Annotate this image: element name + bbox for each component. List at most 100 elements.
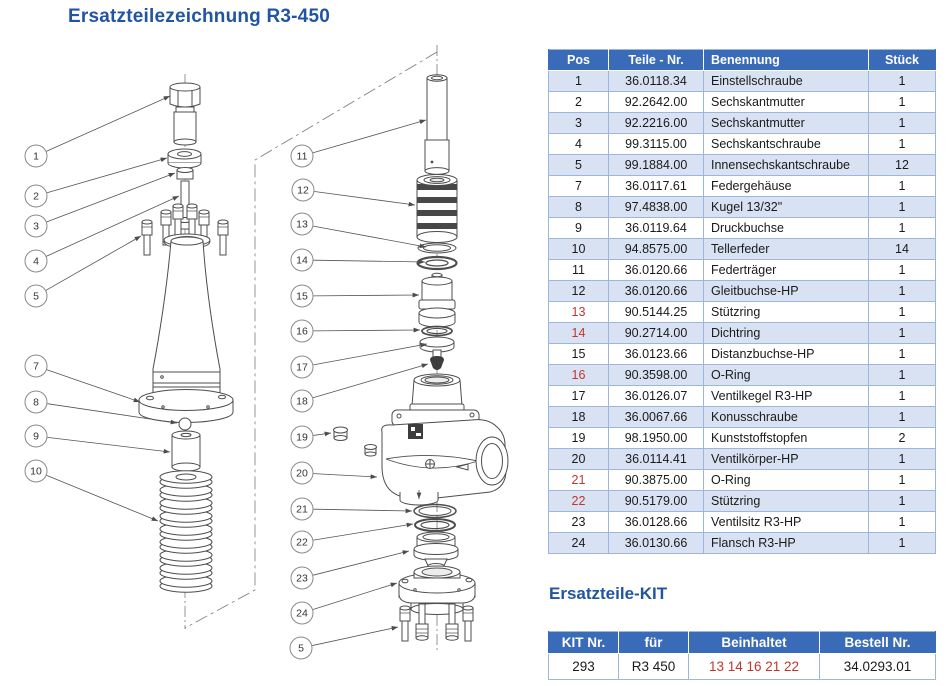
callout-leader (313, 522, 414, 541)
callout-number: 9 (33, 431, 39, 443)
qty-cell: 1 (868, 343, 936, 365)
fold-line (184, 51, 438, 629)
qty-cell: 1 (868, 70, 936, 92)
pos-cell: 15 (548, 343, 609, 365)
callout-leader (46, 195, 180, 257)
callout-number: 19 (296, 432, 308, 444)
pos-cell: 10 (548, 238, 609, 260)
part-no-cell: 36.0126.07 (608, 385, 704, 407)
callout-number: 18 (296, 396, 308, 408)
callout-bubble (290, 566, 314, 590)
callout-leader (47, 403, 178, 425)
callout-bubble (24, 354, 48, 378)
callout-leader (46, 369, 141, 403)
pos-cell: 20 (548, 448, 609, 470)
callout-leader (313, 431, 332, 437)
name-cell: Gleitbuchse-HP (703, 280, 869, 302)
distanzbuchse-part (418, 272, 456, 328)
pos-cell: 18 (548, 406, 609, 428)
callout-number: 17 (296, 362, 308, 374)
name-cell: Innensechskantschraube (703, 154, 869, 176)
col-header-for: für (618, 631, 689, 654)
federtraeger-part (424, 74, 450, 175)
part-no-cell: 36.0123.66 (608, 343, 704, 365)
callout-number: 21 (296, 504, 308, 516)
pos-cell: 24 (548, 532, 609, 554)
callout-number: 2 (33, 191, 39, 203)
callout-leader (313, 342, 428, 366)
name-cell: Konusschraube (703, 406, 869, 428)
col-header-order-no: Bestell Nr. (819, 631, 936, 654)
innensechskantschrauben-bottom (399, 603, 474, 642)
callout-number: 20 (296, 468, 308, 480)
dichtring-part (416, 255, 458, 271)
callout-number: 23 (296, 573, 308, 585)
callout-bubble (290, 319, 314, 343)
callout-number: 11 (297, 151, 308, 163)
pos-cell: 2 (548, 91, 609, 113)
pos-cell: 4 (548, 133, 609, 155)
kunststoffstopfen-parts (333, 426, 377, 457)
callout-bubble (24, 459, 48, 483)
callout-leader (46, 474, 159, 522)
callout-number: 5 (298, 643, 304, 655)
kit-title: Ersatzteile-KIT (549, 584, 668, 603)
part-no-cell: 36.0117.61 (608, 175, 704, 197)
callout-number: 24 (296, 608, 308, 620)
kit-for-cell: R3 450 (618, 653, 689, 680)
flansch-part (398, 565, 476, 615)
callout-bubble (290, 355, 314, 379)
sechskantmutter-part (167, 148, 202, 169)
callout-bubble (24, 284, 48, 308)
part-no-cell: 36.0128.66 (608, 511, 704, 533)
qty-cell: 1 (868, 280, 936, 302)
name-cell: Tellerfeder (703, 238, 869, 260)
name-cell: Sechskantmutter (703, 112, 869, 134)
name-cell: Stützring (703, 490, 869, 512)
federgehaeuse-part (138, 236, 234, 423)
qty-cell: 1 (868, 322, 936, 344)
qty-cell: 1 (868, 301, 936, 323)
callout-number: 13 (296, 219, 308, 231)
callout-bubble (24, 390, 48, 414)
qty-cell: 1 (868, 217, 936, 239)
part-no-cell: 90.3598.00 (608, 364, 704, 386)
qty-cell: 1 (868, 469, 936, 491)
callout-bubble (24, 184, 48, 208)
callout-leader (313, 473, 378, 480)
left-assembly (138, 82, 234, 593)
parts-table-header-row: Pos Teile - Nr. Benennung Stück (548, 49, 936, 71)
pos-cell: 22 (548, 490, 609, 512)
callout-bubble (290, 530, 314, 554)
name-cell: Stützring (703, 301, 869, 323)
part-no-cell: 90.3875.00 (608, 469, 704, 491)
part-no-cell: 36.0120.66 (608, 259, 704, 281)
callout-number: 1 (33, 151, 39, 163)
callout-leader (312, 582, 398, 610)
name-cell: Einstellschraube (703, 70, 869, 92)
callout-bubble (290, 461, 314, 485)
callout-number: 16 (296, 326, 308, 338)
part-no-cell: 94.8575.00 (608, 238, 704, 260)
kit-order-no-cell: 34.0293.01 (819, 653, 936, 680)
callout-number: 5 (33, 291, 39, 303)
ventilkegel-part (419, 336, 455, 360)
qty-cell: 1 (868, 364, 936, 386)
callout-bubble (24, 144, 48, 168)
ventilsitz-part (413, 531, 459, 569)
pos-cell: 19 (548, 427, 609, 449)
centerlines (184, 45, 438, 650)
qty-cell: 1 (868, 532, 936, 554)
right-assembly (333, 74, 509, 642)
